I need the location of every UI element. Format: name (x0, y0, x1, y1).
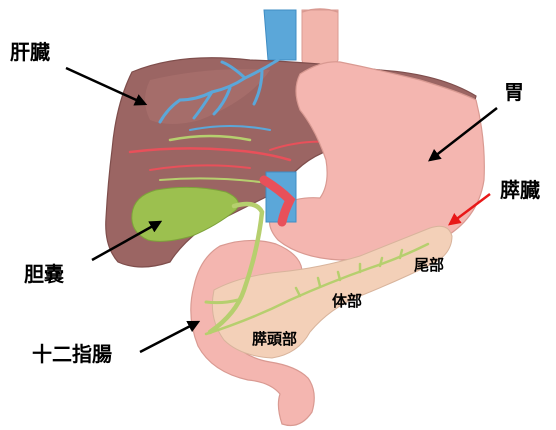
pancreas-label: 膵臓 (500, 180, 540, 200)
vena-cava (264, 10, 296, 60)
gallbladder (132, 187, 239, 241)
liver-label: 肝臓 (10, 42, 50, 62)
pancreas-head-label: 膵頭部 (252, 332, 297, 347)
gallbladder-label: 胆嚢 (24, 264, 64, 284)
pancreas-tail-label: 尾部 (414, 258, 444, 273)
pancreas-body-label: 体部 (332, 294, 362, 309)
duodenum-arrow (140, 322, 198, 352)
stomach-label: 胃 (504, 82, 524, 102)
duodenum-label: 十二指腸 (32, 344, 112, 364)
